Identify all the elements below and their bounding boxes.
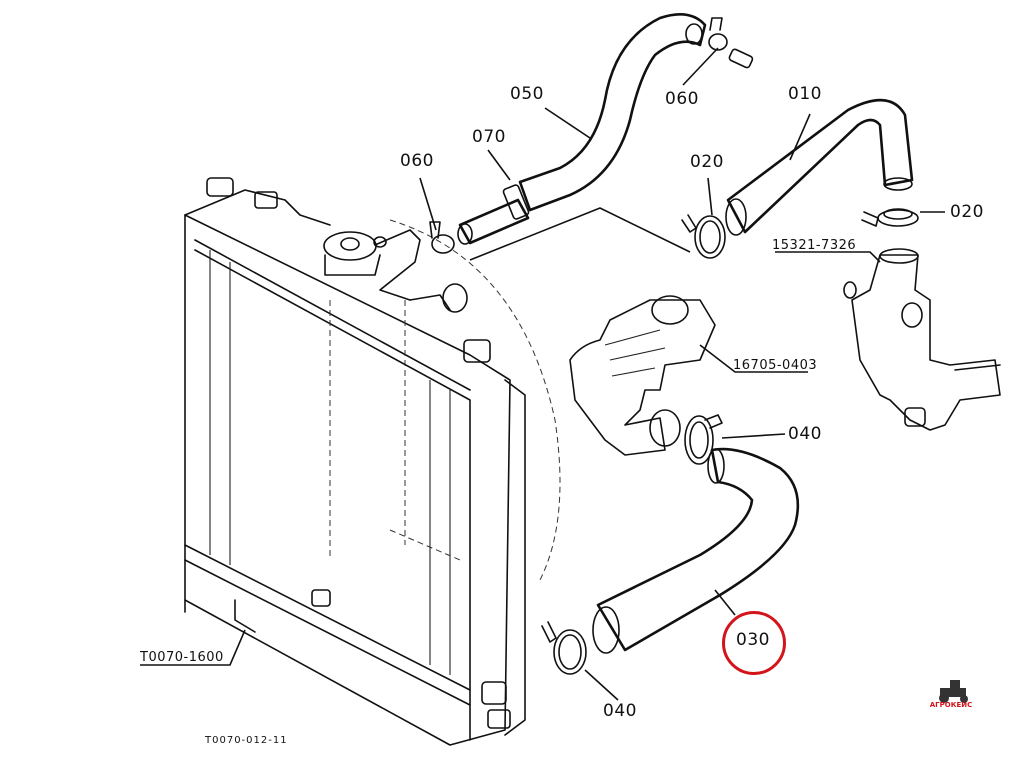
drawing-code: T0070-012-11 [205, 735, 288, 746]
water-pump [569, 295, 716, 456]
radiator [184, 177, 526, 746]
label-t0070-1600: T0070-1600 [140, 650, 224, 665]
clamp-040-lower [541, 621, 587, 675]
label-070: 070 [472, 127, 506, 147]
highlight-circle [722, 611, 786, 675]
thermostat-housing [843, 248, 1001, 431]
lower-hose-030 [592, 447, 800, 654]
clamp-060-top [708, 17, 754, 69]
clamp-040-upper [684, 414, 723, 465]
label-16705-0403: 16705-0403 [733, 358, 818, 373]
label-15321-7326: 15321-7326 [772, 238, 857, 253]
hose-010 [725, 98, 914, 236]
brand-text: АГРОКЕЙС [929, 701, 973, 709]
label-050: 050 [510, 84, 544, 104]
pipe-070 [457, 184, 530, 245]
clamp-020-mid [681, 214, 726, 259]
clamp-020-right [861, 208, 919, 227]
leader-lines [140, 47, 945, 701]
upper-hose-050 [518, 12, 707, 212]
tractor-icon [939, 680, 968, 703]
clamp-060-left [429, 221, 455, 254]
label-060-top: 060 [665, 89, 699, 109]
label-040-upper: 040 [788, 424, 822, 444]
fan-shroud [329, 219, 561, 581]
label-020-right: 020 [950, 202, 984, 222]
label-040-lower: 040 [603, 701, 637, 721]
label-010: 010 [788, 84, 822, 104]
label-020-mid: 020 [690, 152, 724, 172]
label-060-left: 060 [400, 151, 434, 171]
